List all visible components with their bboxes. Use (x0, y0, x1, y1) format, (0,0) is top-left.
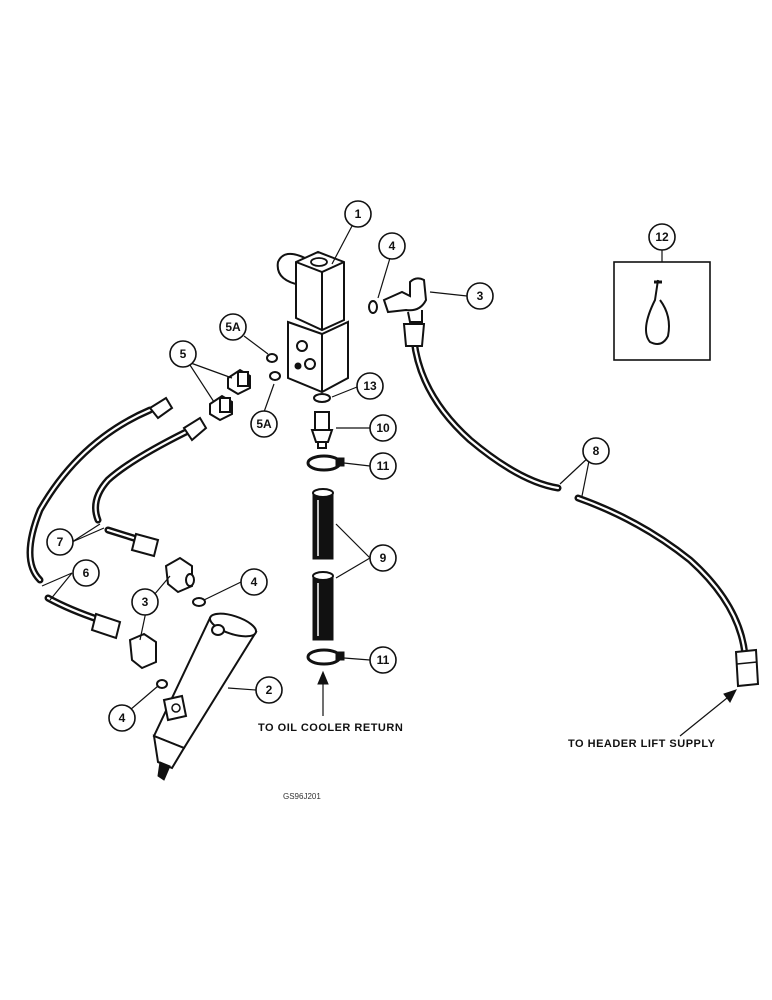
barb-fitting-10 (310, 411, 334, 449)
callout-4-top: 4 (378, 232, 406, 260)
svg-text:4: 4 (251, 575, 258, 589)
hose-6 (26, 396, 174, 640)
hose-clamp-top (306, 454, 345, 472)
washer-mid (192, 597, 206, 607)
elbow-fitting-mid (164, 556, 195, 594)
svg-text:5: 5 (180, 347, 187, 361)
hose-8 (402, 323, 760, 688)
svg-text:13: 13 (363, 379, 377, 393)
callout-4-mid: 4 (240, 568, 268, 596)
svg-text:11: 11 (377, 653, 390, 667)
callout-12: 12 (648, 223, 676, 251)
callout-5a-bottom: 5A (250, 410, 278, 438)
svg-text:10: 10 (376, 421, 390, 435)
clamp-inset (613, 250, 711, 361)
callout-2: 2 (255, 676, 283, 704)
hose-section-lower (312, 571, 334, 641)
svg-text:3: 3 (477, 289, 484, 303)
callout-1: 1 (344, 200, 372, 228)
hydraulic-cylinder (152, 612, 258, 781)
callout-8: 8 (582, 437, 610, 465)
callout-6: 6 (72, 559, 100, 587)
callout-5a-top: 5A (219, 313, 247, 341)
washer-low (156, 679, 168, 689)
svg-text:3: 3 (142, 595, 149, 609)
hose-clamp-bottom (306, 648, 345, 666)
o-ring-5a-bottom (269, 371, 281, 381)
svg-text:9: 9 (380, 551, 387, 565)
figure-id: GS96J201 (283, 792, 321, 801)
straight-fittings (209, 368, 251, 422)
callout-3-mid: 3 (131, 588, 159, 616)
svg-text:12: 12 (655, 230, 669, 244)
callout-10: 10 (369, 414, 397, 442)
svg-text:7: 7 (57, 535, 64, 549)
callout-3-top: 3 (466, 282, 494, 310)
svg-text:8: 8 (593, 444, 600, 458)
o-ring-13 (313, 393, 331, 403)
callout-4-low: 4 (108, 704, 136, 732)
svg-text:4: 4 (119, 711, 126, 725)
svg-text:4: 4 (389, 239, 396, 253)
elbow-fitting-low (128, 632, 157, 670)
callout-11-bottom: 11 (369, 646, 397, 674)
leader-lines (41, 225, 591, 717)
hose-section-upper (312, 488, 334, 560)
svg-text:5A: 5A (256, 417, 272, 431)
caption-oil-cooler: TO OIL COOLER RETURN (258, 722, 403, 734)
callout-5: 5 (169, 340, 197, 368)
washer-top (368, 300, 378, 314)
callout-11-top: 11 (369, 452, 397, 480)
elbow-fitting-top (382, 277, 428, 323)
o-ring-5a-top (266, 353, 278, 363)
header-lift-arrow (679, 689, 737, 737)
svg-text:11: 11 (377, 459, 390, 473)
caption-header-lift: TO HEADER LIFT SUPPLY (568, 738, 716, 750)
svg-text:6: 6 (83, 566, 90, 580)
callout-7: 7 (46, 528, 74, 556)
callout-9: 9 (369, 544, 397, 572)
callout-13: 13 (356, 372, 384, 400)
svg-text:2: 2 (266, 683, 273, 697)
solenoid-valve (276, 250, 349, 394)
hose-7 (92, 416, 208, 558)
oil-cooler-arrow (317, 670, 329, 716)
svg-text:5A: 5A (225, 320, 241, 334)
svg-text:1: 1 (355, 207, 362, 221)
